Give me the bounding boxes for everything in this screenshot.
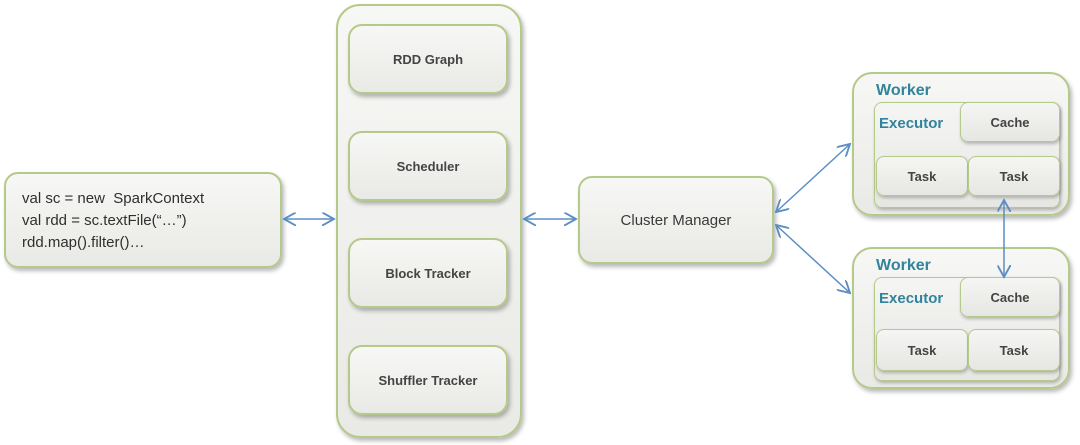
rdd-graph-label: RDD Graph: [392, 51, 464, 67]
scheduler-box: Scheduler: [348, 131, 508, 201]
worker-1-executor-label: Executor: [879, 115, 944, 132]
driver-code-box: val sc = new SparkContext val rdd = sc.t…: [4, 172, 282, 268]
cluster-manager-label: Cluster Manager: [620, 211, 732, 229]
worker-1-task-2-label: Task: [999, 168, 1029, 184]
worker-2-task-2: Task: [968, 329, 1060, 371]
worker-2-cache-box: Cache: [960, 277, 1060, 317]
worker-2-task-1-label: Task: [907, 342, 937, 358]
code-line-1: val sc = new SparkContext: [22, 190, 205, 207]
code-line-2: val rdd = sc.textFile(“…”): [22, 212, 187, 229]
block-tracker-box: Block Tracker: [348, 238, 508, 308]
shuffler-tracker-label: Shuffler Tracker: [378, 372, 478, 388]
shuffler-tracker-box: Shuffler Tracker: [348, 345, 508, 415]
cluster-manager-box: Cluster Manager: [578, 176, 774, 264]
block-tracker-label: Block Tracker: [385, 265, 471, 281]
worker-1-title: Worker: [876, 82, 931, 99]
code-line-3: rdd.map().filter()…: [22, 234, 145, 251]
arrow-cluster-manager-to-worker-1: [776, 144, 850, 212]
worker-2-task-2-label: Task: [999, 342, 1029, 358]
driver-code: val sc = new SparkContext val rdd = sc.t…: [22, 188, 204, 254]
rdd-graph-box: RDD Graph: [348, 24, 508, 94]
worker-2-title: Worker: [876, 257, 931, 274]
worker-1-task-2: Task: [968, 156, 1060, 196]
scheduler-label: Scheduler: [396, 158, 460, 174]
worker-1-cache-box: Cache: [960, 102, 1060, 142]
worker-2-executor-label: Executor: [879, 290, 944, 307]
worker-2-task-1: Task: [876, 329, 968, 371]
worker-1-task-1-label: Task: [907, 168, 937, 184]
worker-2-box: Worker Executor Cache Task Task: [852, 247, 1070, 389]
worker-2-cache-label: Cache: [990, 289, 1030, 305]
worker-1-cache-label: Cache: [990, 114, 1030, 130]
arrow-cluster-manager-to-worker-2: [776, 225, 850, 293]
worker-1-task-1: Task: [876, 156, 968, 196]
worker-1-box: Worker Executor Cache Task Task: [852, 72, 1070, 216]
